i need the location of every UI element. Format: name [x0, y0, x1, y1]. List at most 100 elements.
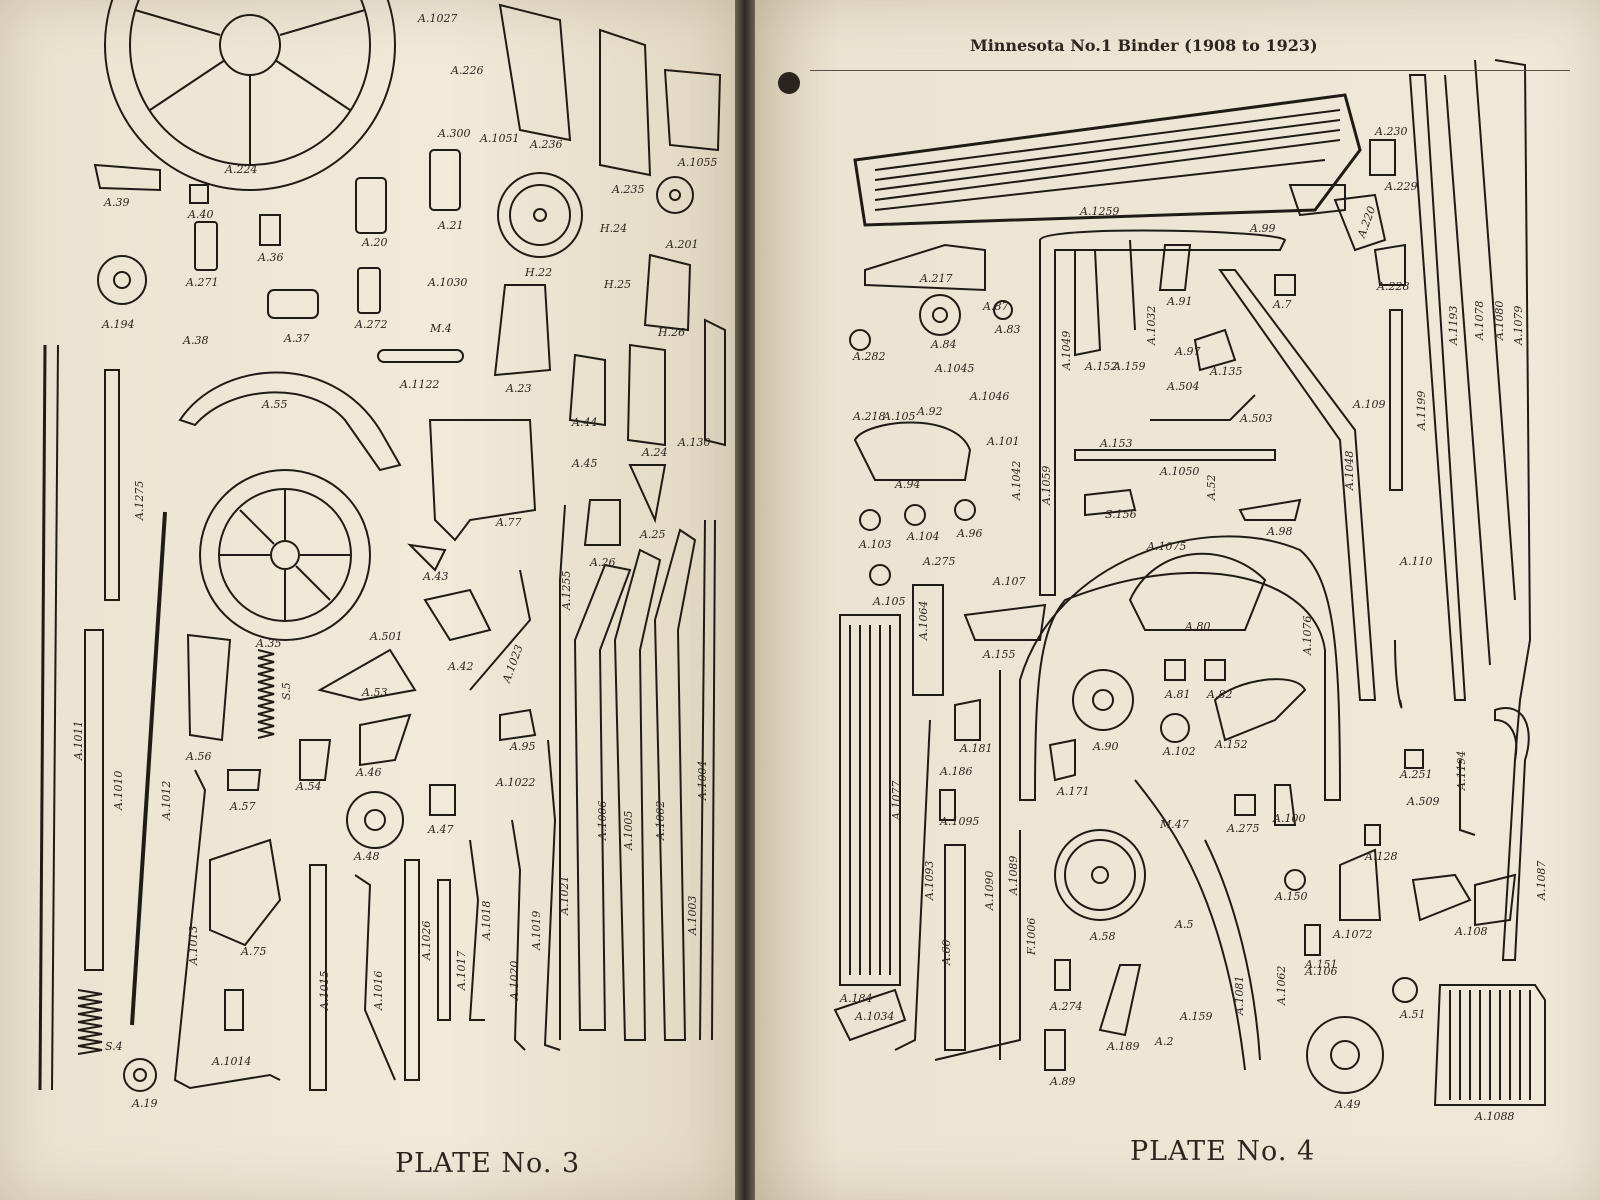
part-label: A.1032 [1145, 305, 1158, 345]
part-label: A.1077 [890, 780, 903, 820]
part-label: A.1075 [1147, 540, 1187, 553]
part-label: A.98 [1267, 525, 1293, 538]
sprocket-h22 [497, 172, 583, 258]
part-label: A.55 [262, 398, 288, 411]
part-label: A.272 [355, 318, 388, 331]
part-label: A.503 [1240, 412, 1273, 425]
part-label: A.1259 [1080, 205, 1120, 218]
part-label: A.109 [1353, 398, 1386, 411]
part-label: A.226 [451, 64, 484, 77]
part-label: A.201 [666, 238, 699, 251]
part-label: A.1017 [455, 950, 468, 990]
part-label: A.1018 [480, 900, 493, 940]
part-label: A.504 [1167, 380, 1200, 393]
part-label: A.135 [1210, 365, 1243, 378]
right-page: Minnesota No.1 Binder (1908 to 1923) A.1… [755, 0, 1600, 1200]
part-label: A.1275 [133, 480, 146, 520]
part-label: A.155 [983, 648, 1016, 661]
part-label: A.1199 [1415, 390, 1428, 430]
part-label: A.106 [1305, 965, 1338, 978]
part-label: A.110 [1400, 555, 1433, 568]
plate-caption: PLATE No. 4 [1130, 1136, 1316, 1167]
part-label: A.95 [510, 740, 536, 753]
part-label: A.1042 [1010, 460, 1023, 500]
part-label: A.282 [853, 350, 886, 363]
part-label: A.236 [530, 138, 563, 151]
part-label: A.51 [1400, 1008, 1426, 1021]
part-label: A.5 [1175, 918, 1194, 931]
part-label: A.82 [1207, 688, 1233, 701]
part-label: A.37 [284, 332, 310, 345]
part-label: A.1006 [596, 800, 609, 840]
part-label: A.1089 [1007, 855, 1020, 895]
part-label: A.105 [873, 595, 906, 608]
part-label: A.24 [642, 446, 668, 459]
part-label: A.21 [438, 219, 464, 232]
header-rule [810, 70, 1570, 71]
part-label: A.171 [1057, 785, 1090, 798]
part-label: A.60 [940, 939, 953, 965]
part-label: A.89 [1050, 1075, 1076, 1088]
part-label: A.1079 [1512, 305, 1525, 345]
part-label: A.97 [1175, 345, 1201, 358]
part-label: A.1045 [935, 362, 975, 375]
part-label: A.1022 [496, 776, 536, 789]
part-label: A.224 [225, 163, 258, 176]
part-label: A.1064 [917, 600, 930, 640]
part-label: A.186 [940, 765, 973, 778]
part-label: A.229 [1385, 180, 1418, 193]
part-label: A.54 [296, 780, 322, 793]
part-label: A.81 [1165, 688, 1191, 701]
part-label: A.1090 [983, 870, 996, 910]
part-label: A.84 [931, 338, 957, 351]
part-label: A.1014 [212, 1055, 252, 1068]
part-label: A.83 [995, 323, 1021, 336]
part-label: S.156 [1105, 508, 1137, 521]
part-label: A.1013 [187, 925, 200, 965]
part-label: A.105 [883, 410, 916, 423]
part-label: A.1055 [678, 156, 718, 169]
part-label: A.194 [102, 318, 135, 331]
part-label: A.1002 [654, 800, 667, 840]
part-label: H.25 [604, 278, 632, 291]
part-label: A.181 [960, 742, 993, 755]
part-label: H.26 [658, 326, 686, 339]
part-label: M.4 [430, 322, 452, 335]
part-label: A.1015 [318, 970, 331, 1010]
part-label: A.107 [993, 575, 1026, 588]
part-label: A.218 [853, 410, 886, 423]
part-label: A.151 [1305, 958, 1338, 971]
part-label: A.1034 [855, 1010, 895, 1023]
part-label: A.1087 [1535, 860, 1548, 900]
part-label: A.25 [640, 528, 666, 541]
part-label: A.99 [1250, 222, 1276, 235]
part-label: A.52 [1205, 474, 1218, 500]
part-label: A.1020 [508, 960, 521, 1000]
plate-caption: PLATE No. 3 [395, 1148, 581, 1179]
part-label: A.152 [1085, 360, 1118, 373]
part-label: A.300 [438, 127, 471, 140]
part-label: A.39 [104, 196, 130, 209]
part-label: A.1027 [418, 12, 458, 25]
part-label: A.87 [983, 300, 1009, 313]
part-label: A.1088 [1475, 1110, 1515, 1123]
part-label: A.1095 [940, 815, 980, 828]
part-label: A.1194 [1455, 750, 1468, 790]
part-label: A.235 [612, 183, 645, 196]
part-label: A.1011 [72, 720, 85, 760]
part-label: A.77 [496, 516, 522, 529]
part-label: A.100 [1273, 812, 1306, 825]
star-wheel-a194 [97, 255, 147, 305]
part-label: A.1010 [112, 770, 125, 810]
part-label: A.159 [1180, 1010, 1213, 1023]
part-label: A.56 [186, 750, 212, 763]
part-label: A.275 [1227, 822, 1260, 835]
part-label: A.1005 [622, 810, 635, 850]
left-page: A.1027 A.226 A.236 A.224 A.235 A.39 A.40… [0, 0, 735, 1200]
part-label: A.91 [1167, 295, 1193, 308]
part-label: A.1012 [160, 780, 173, 820]
part-label: A.45 [572, 457, 598, 470]
part-label: A.1078 [1473, 300, 1486, 340]
part-label: A.509 [1407, 795, 1440, 808]
part-label: A.20 [362, 236, 388, 249]
